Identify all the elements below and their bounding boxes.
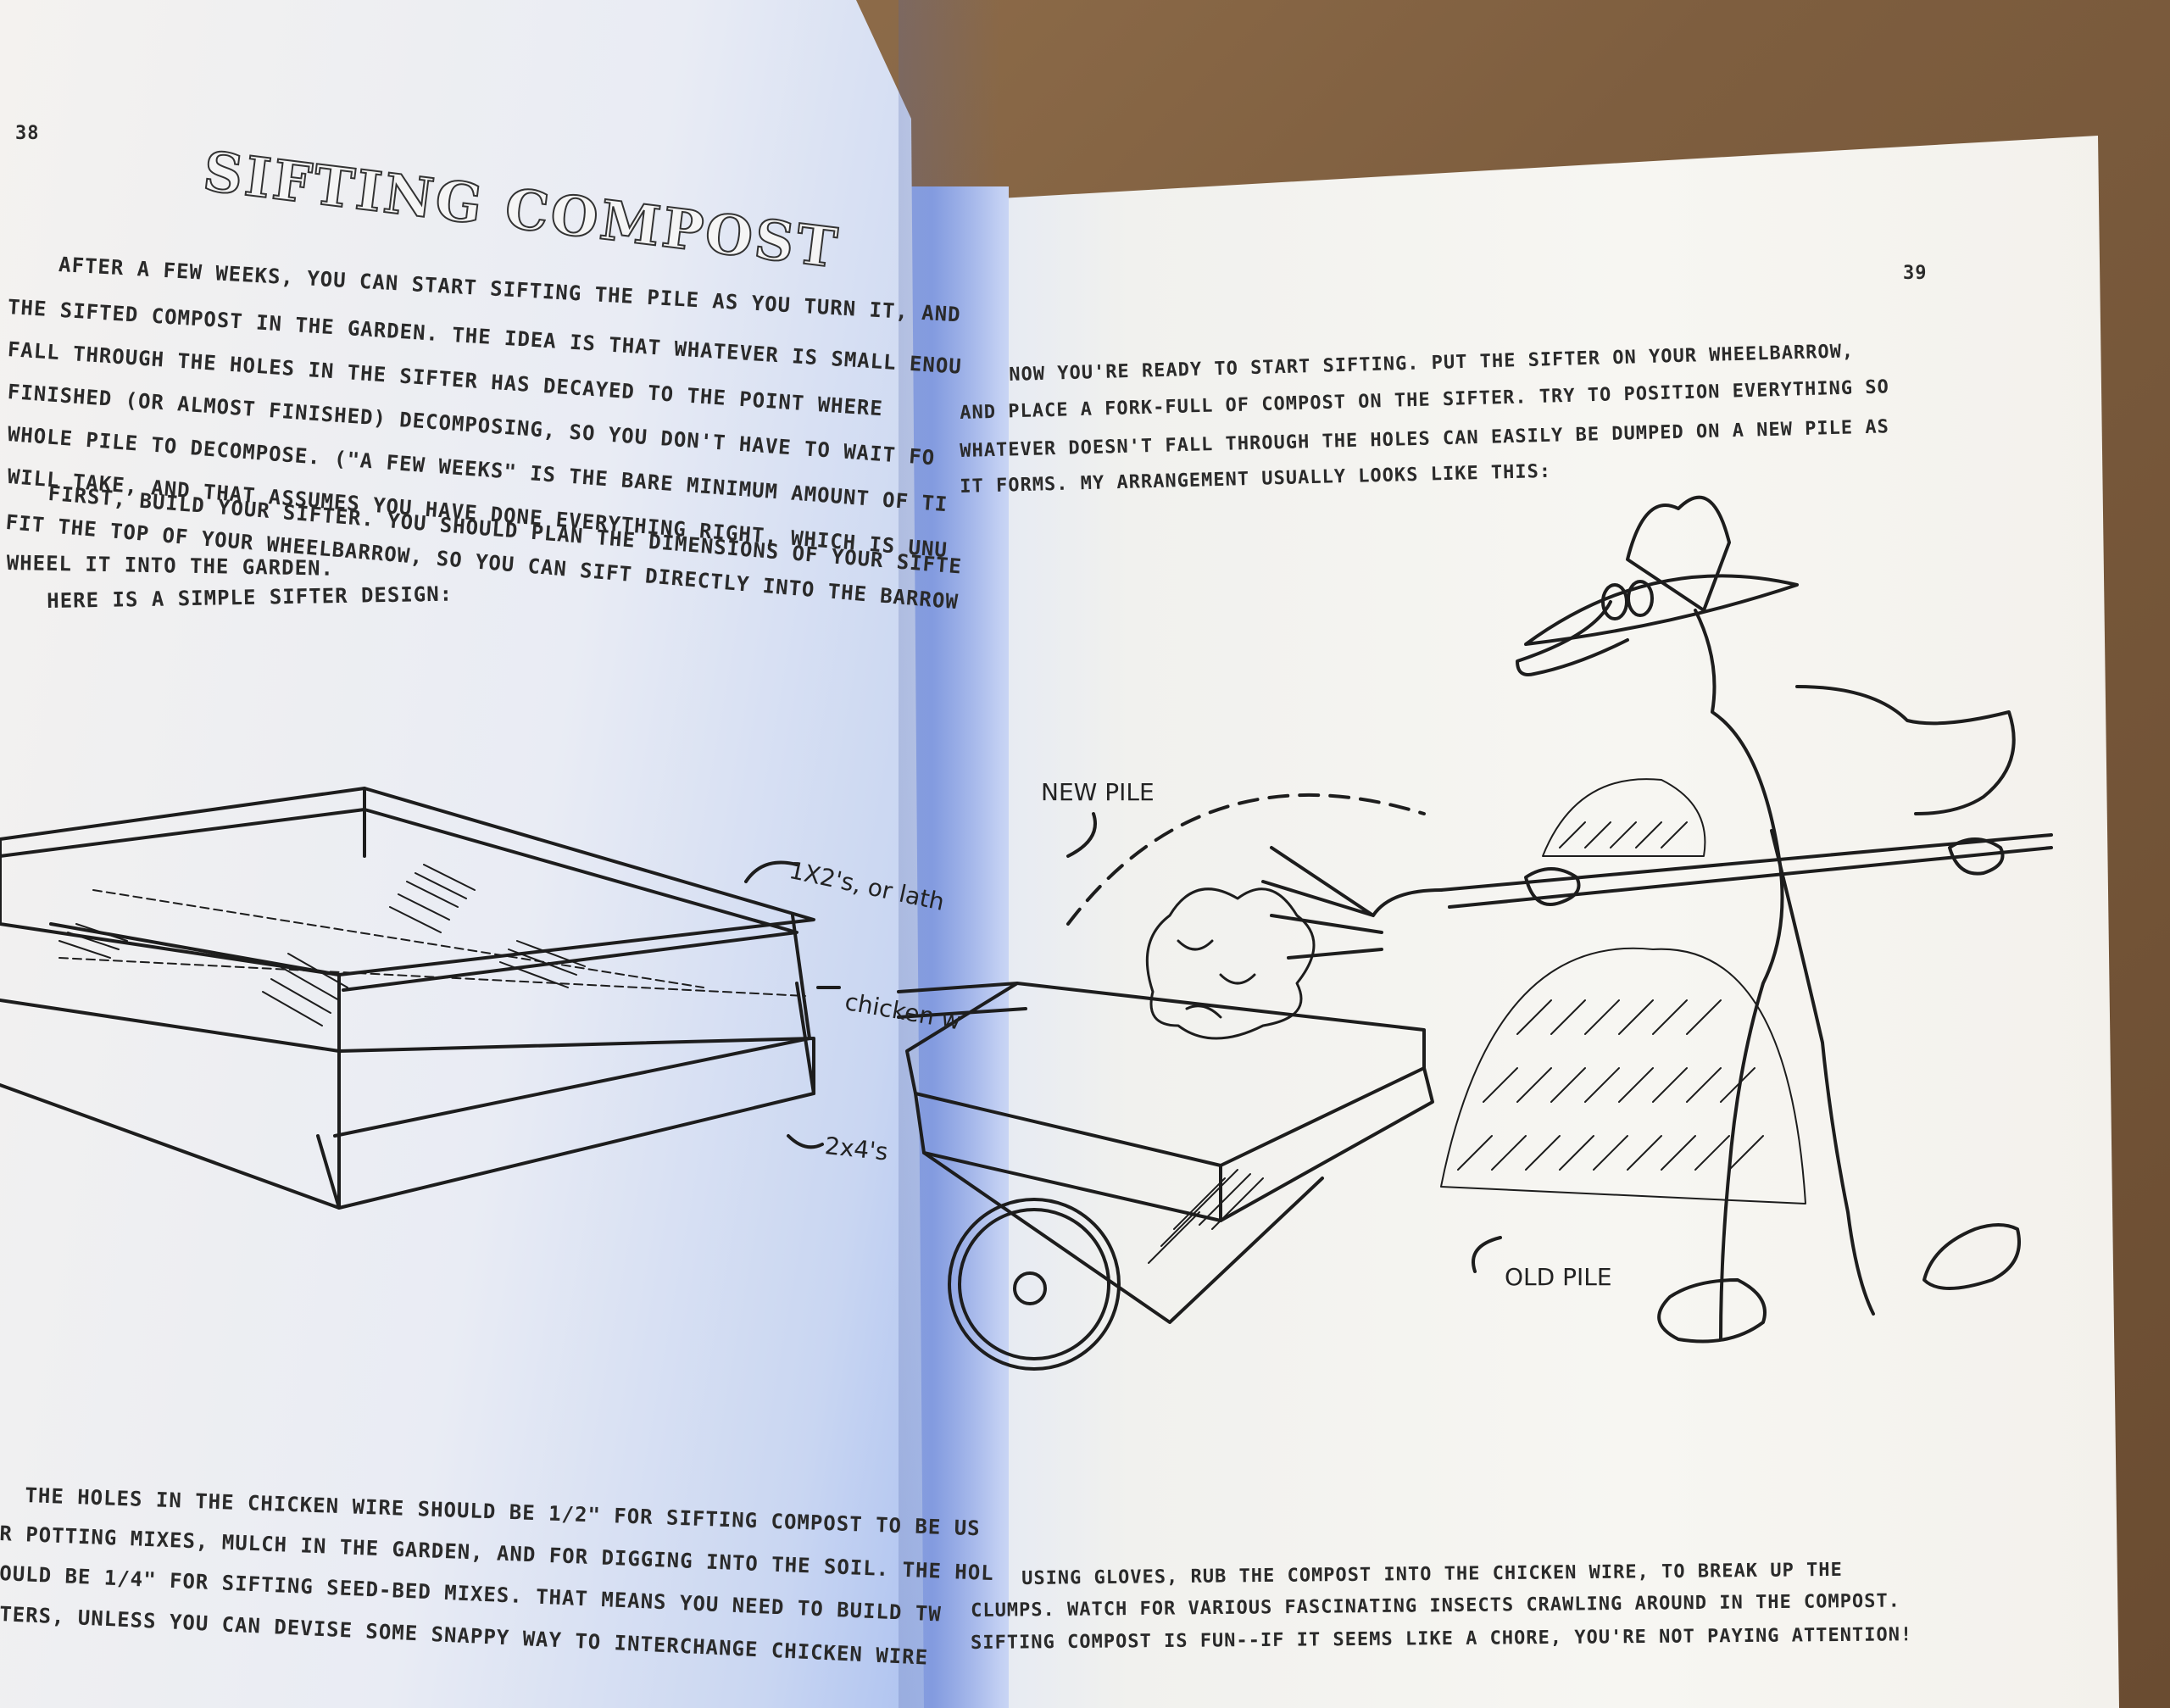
pitchfork-drawing [1261, 833, 2053, 960]
new-pile [1542, 778, 1706, 857]
gardener-figure [1516, 495, 2021, 1344]
right-page-number: 39 [1903, 263, 1928, 284]
right-page [911, 136, 2119, 1708]
label-pointer [744, 860, 798, 883]
sifter-hatching [58, 864, 586, 1026]
left-page-number: 38 [15, 123, 40, 144]
wheelbarrow-hatching [1148, 1169, 1264, 1264]
new-pile-label: NEW PILE [1041, 778, 1155, 806]
label-pointer [787, 1134, 824, 1149]
compost-clump [1145, 887, 1316, 1040]
old-pile [1440, 947, 1806, 1205]
toss-arc [1066, 793, 1426, 926]
wheelbarrow-drawing [897, 982, 1434, 1371]
label-pointer [1066, 812, 1097, 858]
page-shadow [899, 0, 1000, 1708]
sifter-drawing [0, 787, 815, 1210]
old-pile-label: OLD PILE [1505, 1263, 1612, 1291]
left-page [0, 0, 924, 1708]
label-pointer [1472, 1236, 1502, 1273]
